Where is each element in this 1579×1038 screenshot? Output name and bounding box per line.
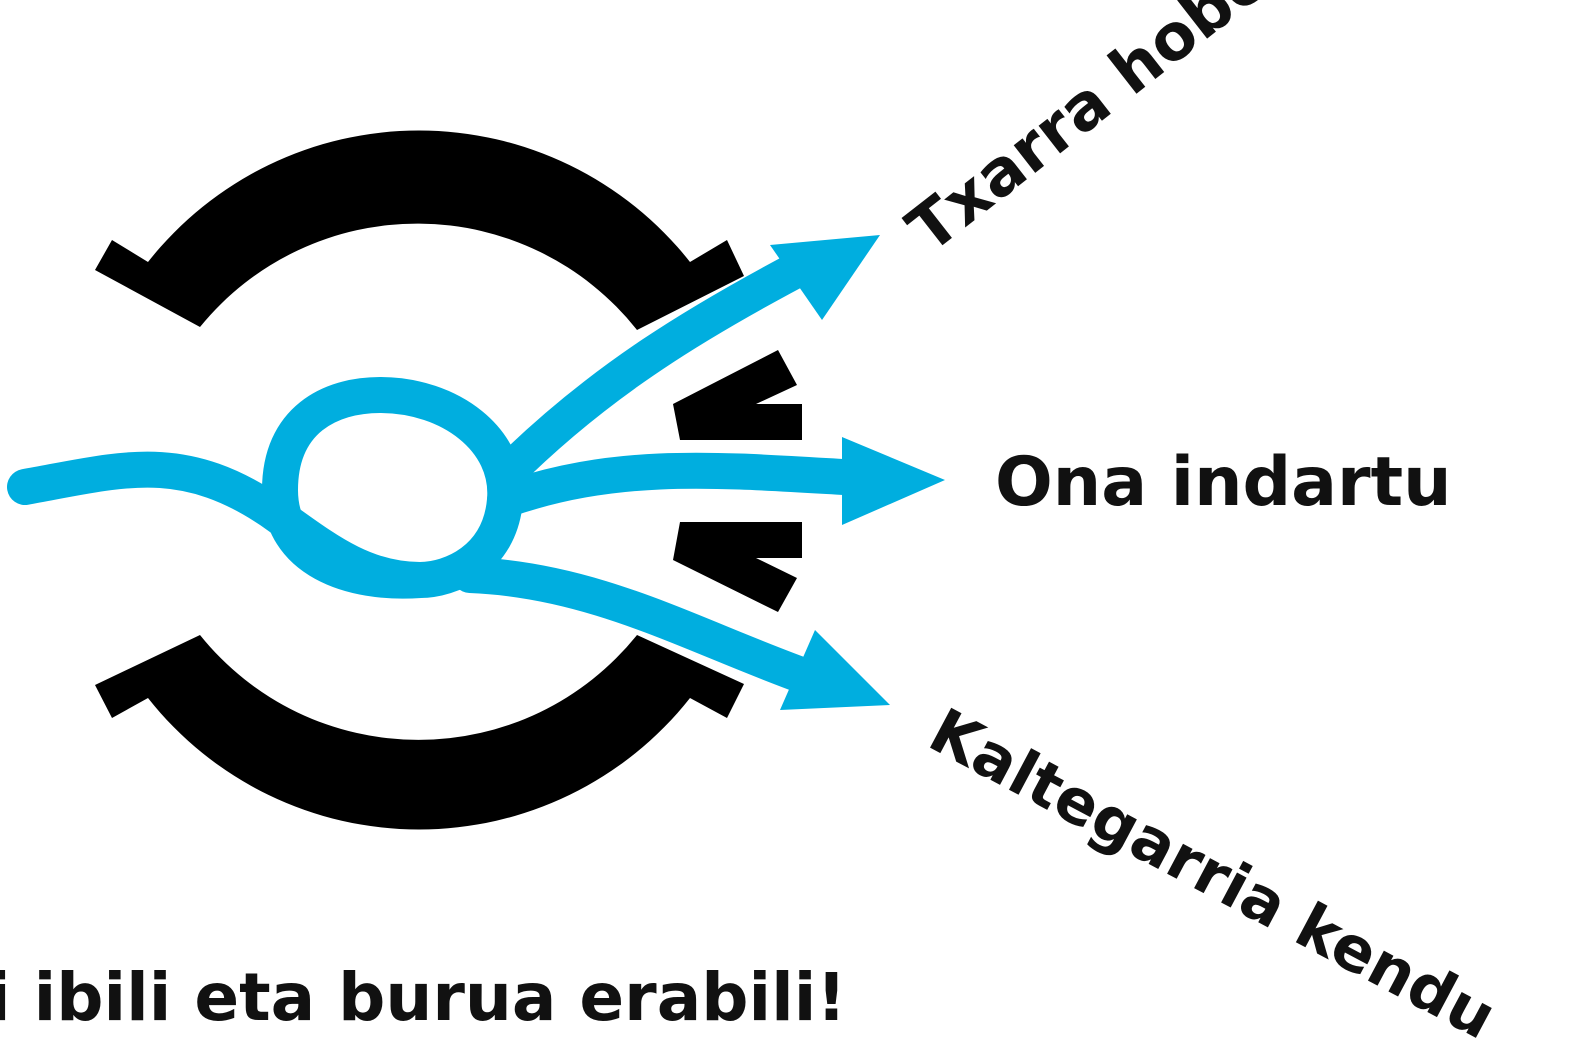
frame-top-arc: [95, 130, 744, 330]
label-bottom-branch: Kaltegarria kendu: [918, 694, 1508, 1038]
label-top-branch: Txarra hobetu: [894, 0, 1343, 268]
arrow-bottom-branch: [452, 557, 833, 698]
flow-arrows: [7, 242, 878, 698]
footer-text: i ibili eta burua erabili!: [0, 959, 846, 1036]
label-middle-branch: Ona indartu: [995, 443, 1452, 522]
arrowhead-middle: [842, 437, 945, 525]
frame-middle-chevron-bottom: [673, 522, 802, 612]
arrowhead-bottom: [780, 630, 890, 710]
loop-circle: [262, 377, 524, 599]
frame-bottom-arc: [95, 635, 744, 830]
frame-middle-chevron-top: [673, 350, 802, 440]
arrowheads: [770, 235, 945, 710]
arrow-middle-branch: [487, 452, 878, 518]
arrowhead-top: [770, 235, 880, 320]
arrow-top-branch: [487, 242, 833, 493]
